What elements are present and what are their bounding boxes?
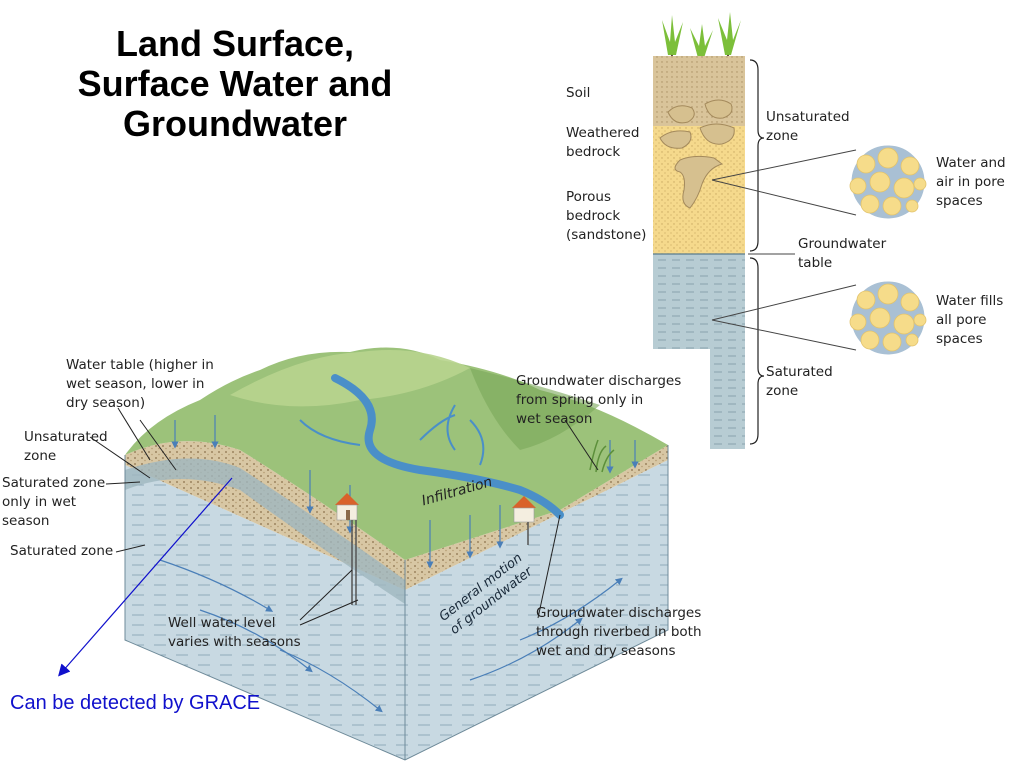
title-line-3: Groundwater: [122, 103, 347, 144]
label-gw-table-line-1: Groundwater: [798, 236, 887, 252]
label-spring-line-3: wet season: [516, 411, 593, 427]
groundwater-flow-arrows: [159, 559, 623, 713]
label-water-fills-line-2: all pore: [936, 312, 987, 328]
label-spring-line-1: Groundwater discharges: [516, 373, 682, 389]
label-riverbed-discharge: Groundwater discharges through riverbed …: [536, 604, 702, 661]
river: [331, 374, 564, 519]
label-sat-wet-line-2: only in wet: [2, 494, 77, 510]
label-water-fills-line-3: spaces: [936, 331, 983, 347]
weathered-rock-chunks: [659, 99, 735, 209]
saturated-layer: [653, 254, 745, 349]
label-water-table-line-1: Water table (higher in: [66, 357, 214, 373]
label-water-table-line-3: dry season): [66, 395, 146, 411]
label-water-and-air: Water and air in pore spaces: [936, 154, 1006, 211]
soil-profile-column: [653, 12, 857, 449]
label-saturated-zone-block: Saturated zone: [10, 543, 114, 559]
label-well-water-level: Well water level varies with seasons: [168, 614, 301, 652]
label-water-fills: Water fills all pore spaces: [936, 292, 1003, 349]
label-weathered-line-1: Weathered: [566, 125, 640, 141]
label-block-unsat-line-1: Unsaturated: [24, 429, 108, 445]
label-riverbed-line-3: wet and dry seasons: [536, 643, 676, 659]
pore-circle-water: [848, 278, 928, 358]
label-unsaturated-line-2: zone: [766, 128, 799, 144]
label-sat-wet-line-1: Saturated zone: [2, 475, 106, 491]
label-block-unsat-line-2: zone: [24, 448, 57, 464]
house-icon: [512, 496, 536, 545]
label-water-table: Water table (higher in wet season, lower…: [66, 356, 214, 413]
block-front-right-face: [405, 460, 668, 760]
title-line-1: Land Surface,: [115, 23, 355, 64]
block-front-left-face: [125, 465, 405, 760]
label-saturated-line-1: Saturated: [766, 364, 833, 380]
label-unsaturated-zone: Unsaturated zone: [766, 108, 850, 146]
label-riverbed-line-1: Groundwater discharges: [536, 605, 702, 621]
label-porous-line-2: bedrock: [566, 208, 621, 224]
label-porous-line-1: Porous: [566, 189, 612, 205]
house-icon: [335, 493, 359, 605]
label-porous-line-3: (sandstone): [566, 227, 647, 243]
label-water-fills-line-1: Water fills: [936, 293, 1004, 309]
label-gw-table-line-2: table: [798, 255, 833, 271]
title-line-2: Surface Water and: [77, 63, 393, 104]
label-water-table-line-2: wet season, lower in: [66, 376, 205, 392]
saturated-brace: [749, 257, 765, 445]
unsaturated-brace: [749, 59, 765, 252]
block-diagram: [124, 347, 669, 761]
label-porous-bedrock: Porous bedrock (sandstone): [566, 188, 646, 245]
label-weathered-bedrock: Weathered bedrock: [566, 124, 639, 162]
label-saturated-wet-season: Saturated zone only in wet season: [2, 474, 105, 531]
label-weathered-line-2: bedrock: [566, 144, 621, 160]
label-groundwater-table: Groundwater table: [798, 235, 886, 273]
label-water-air-line-1: Water and: [936, 155, 1006, 171]
label-saturated-line-2: zone: [766, 383, 799, 399]
label-unsaturated-line-1: Unsaturated: [766, 109, 850, 125]
saturated-wet-season-band: [125, 458, 405, 604]
label-well-line-1: Well water level: [168, 615, 276, 631]
spring-vegetation: [589, 439, 615, 473]
label-water-air-line-3: spaces: [936, 193, 983, 209]
label-sat-wet-line-3: season: [2, 513, 50, 529]
label-saturated-zone-profile: Saturated zone: [766, 363, 833, 401]
label-soil: Soil: [566, 85, 591, 101]
page-title: Land Surface, Surface Water and Groundwa…: [40, 24, 430, 144]
leader-lines: [89, 407, 599, 626]
soil-layer: [653, 56, 745, 126]
streams: [299, 404, 485, 466]
grace-arrow: [58, 477, 233, 677]
grace-annotation: Can be detected by GRACE: [10, 692, 261, 714]
saturated-layer-lower: [710, 349, 745, 449]
label-riverbed-line-2: through riverbed in both: [536, 624, 702, 640]
label-unsaturated-zone-block: Unsaturated zone: [24, 428, 108, 466]
label-well-line-2: varies with seasons: [168, 634, 301, 650]
label-spring-discharge: Groundwater discharges from spring only …: [516, 372, 681, 429]
label-spring-line-2: from spring only in: [516, 392, 644, 408]
label-water-air-line-2: air in pore: [936, 174, 1005, 190]
pore-circle-air: [848, 142, 928, 222]
